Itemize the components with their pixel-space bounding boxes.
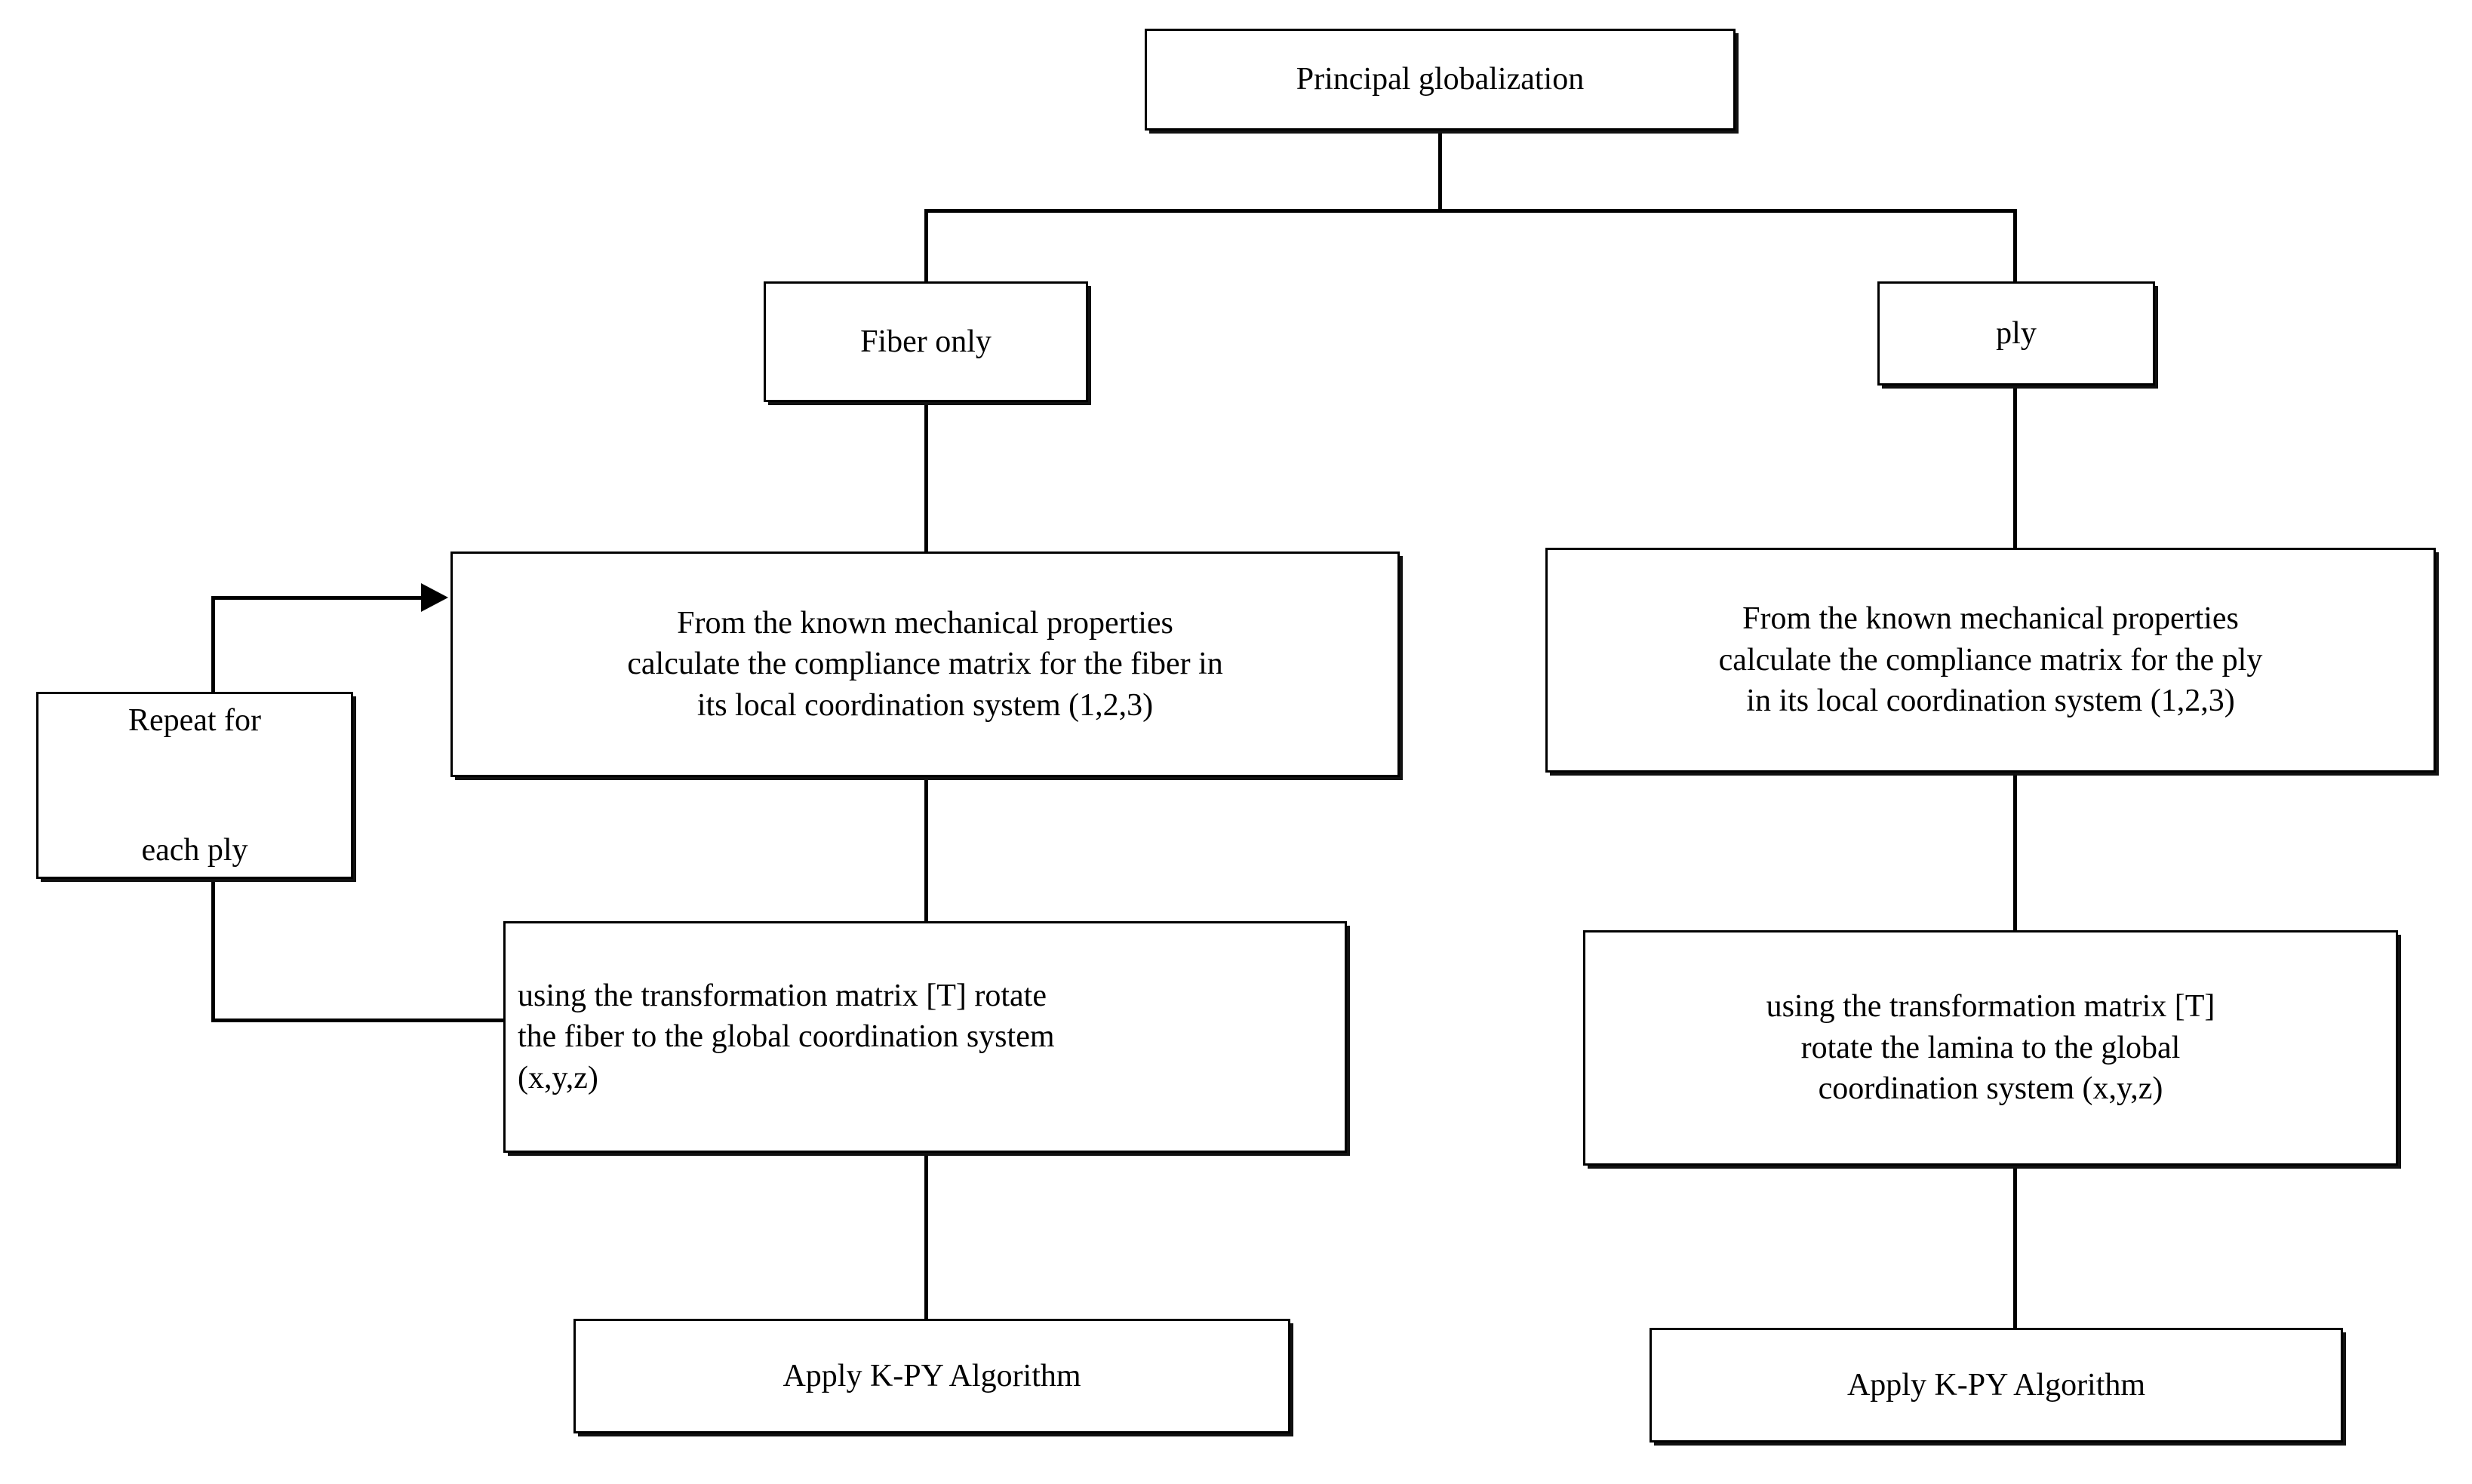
node-ply[interactable]: ply [1877, 281, 2155, 386]
node-right-apply-kpy-algorithm-label: Apply K-PY Algorithm [1846, 1367, 2146, 1403]
node-repeat-for-each-ply[interactable]: Repeat for each ply [36, 692, 353, 879]
node-right-transform-matrix-label: using the transformation matrix [T] rota… [1766, 989, 2215, 1107]
edge-loop-bottom [211, 1019, 506, 1022]
node-left-apply-kpy-algorithm-label: Apply K-PY Algorithm [782, 1358, 1081, 1393]
node-right-compliance-matrix-label: From the known mechanical properties cal… [1718, 601, 2263, 719]
node-left-apply-kpy-algorithm[interactable]: Apply K-PY Algorithm [573, 1319, 1290, 1433]
edge-bus-to-fiber [924, 209, 928, 281]
loop-arrowhead-icon [421, 583, 448, 612]
edge-loop-top [211, 596, 425, 600]
edge-branch-bus [924, 209, 2017, 213]
edge-compliance-to-transform [924, 776, 928, 921]
node-repeat-for-each-ply-label: Repeat for each ply [128, 702, 262, 868]
edge-rcompliance-to-rtransform [2013, 772, 2017, 930]
edge-rtransform-to-ralgorithm [2013, 1166, 2017, 1328]
edge-ply-to-compliance [2013, 385, 2017, 549]
node-right-apply-kpy-algorithm[interactable]: Apply K-PY Algorithm [1650, 1328, 2343, 1443]
node-ply-label: ply [1996, 315, 2037, 351]
edge-bus-to-ply [2013, 209, 2017, 281]
edge-fiber-to-compliance [924, 401, 928, 552]
node-right-transform-matrix[interactable]: using the transformation matrix [T] rota… [1583, 930, 2398, 1166]
node-fiber-only-label: Fiber only [860, 324, 992, 359]
node-left-compliance-matrix-label: From the known mechanical properties cal… [627, 605, 1223, 723]
node-principal-globalization[interactable]: Principal globalization [1145, 29, 1736, 131]
edge-transform-to-algorithm [924, 1153, 928, 1320]
node-fiber-only[interactable]: Fiber only [764, 281, 1088, 402]
node-right-compliance-matrix[interactable]: From the known mechanical properties cal… [1545, 548, 2436, 773]
node-left-transform-matrix-label: using the transformation matrix [T] rota… [518, 978, 1055, 1095]
node-left-compliance-matrix[interactable]: From the known mechanical properties cal… [450, 552, 1400, 777]
edge-root-to-bus [1438, 130, 1442, 213]
node-principal-globalization-label: Principal globalization [1296, 62, 1585, 97]
node-left-transform-matrix[interactable]: using the transformation matrix [T] rota… [503, 921, 1347, 1153]
